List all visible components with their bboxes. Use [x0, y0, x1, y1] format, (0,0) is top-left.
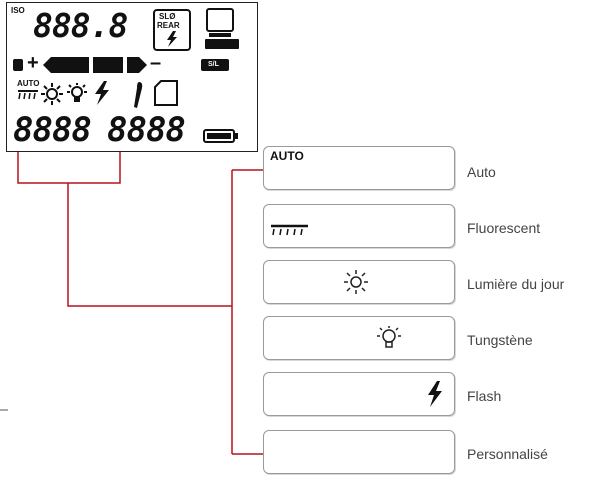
bottom-digits-right: 8888	[107, 110, 186, 150]
sun-icon	[344, 270, 368, 294]
top-digits: 888.8	[33, 6, 128, 45]
auto-small-label: AUTO	[17, 79, 40, 88]
battery-icon	[203, 129, 238, 143]
mode-label-auto: Auto	[467, 164, 496, 180]
rear-label: REAR	[157, 21, 180, 30]
small-mode-tag: S/L	[208, 61, 219, 68]
memory-bar	[205, 39, 239, 49]
mode-label-custom: Personnalisé	[467, 446, 548, 462]
lcd-panel: ISO 888.8 SLØ REAR + – S/L AUTO	[6, 2, 258, 152]
lightning-icon	[167, 31, 177, 47]
slow-rear-box: SLØ REAR	[153, 9, 191, 51]
monitor-icon	[206, 8, 234, 37]
lcd-brush-icon	[134, 82, 143, 108]
lcd-bulb-icon	[67, 83, 87, 102]
mode-label-tungsten: Tungstène	[467, 332, 533, 348]
lcd-sun-icon	[41, 83, 63, 105]
flash-icon	[428, 381, 442, 407]
mode-label-daylight: Lumière du jour	[467, 276, 565, 292]
lcd-card-icon	[154, 80, 178, 106]
exposure-scale-bar	[43, 57, 147, 73]
auto-text-icon: AUTO	[270, 149, 304, 163]
mode-box-fluorescent	[263, 204, 455, 248]
mode-box-custom	[263, 430, 455, 474]
small-mode-badge: S/L	[201, 59, 229, 71]
mode-box-flash	[263, 372, 455, 416]
mode-box-auto: AUTO	[263, 146, 455, 190]
lcd-flash-icon	[95, 81, 109, 105]
iso-label: ISO	[11, 6, 25, 15]
scale-left-end	[13, 59, 23, 71]
slow-label: SLØ	[159, 12, 176, 21]
fluorescent-icon	[271, 224, 308, 236]
plus-sign: +	[27, 52, 39, 74]
mode-label-flash: Flash	[467, 388, 502, 404]
mode-box-tungsten	[263, 316, 455, 360]
lcd-to-trunk-line	[67, 183, 232, 307]
minus-sign: –	[150, 52, 162, 74]
bottom-digits-left: 8888	[13, 110, 92, 150]
mode-box-daylight	[263, 260, 455, 304]
bulb-icon	[377, 326, 401, 348]
mode-label-fluorescent: Fluorescent	[467, 220, 541, 236]
lcd-fluorescent-icon	[18, 90, 38, 100]
